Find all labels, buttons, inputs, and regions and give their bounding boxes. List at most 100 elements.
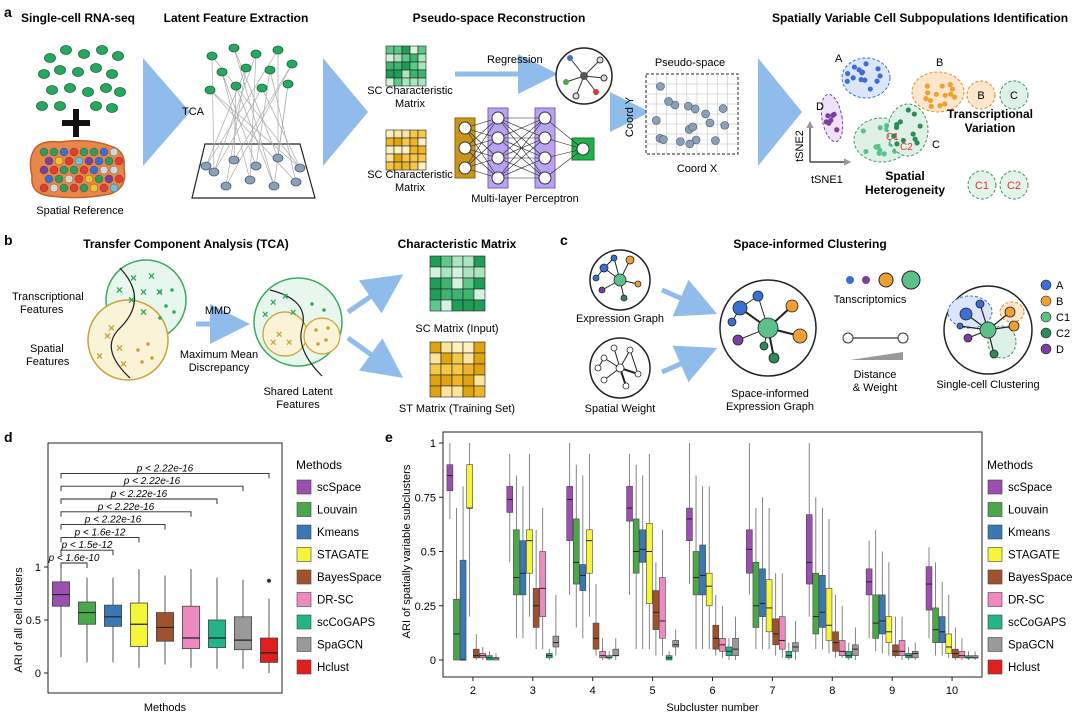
matrix-cell bbox=[473, 374, 486, 387]
panel-a: a Single-cell RNA-seq Latent Feature Ext… bbox=[4, 4, 1068, 217]
matrix-cell bbox=[401, 53, 411, 63]
latent-dot bbox=[244, 175, 256, 185]
expression-graph-icon bbox=[589, 249, 651, 311]
cell-dot bbox=[250, 49, 262, 59]
spot bbox=[114, 156, 124, 166]
latent-dot bbox=[228, 155, 240, 165]
spot bbox=[44, 174, 54, 184]
dot-mark bbox=[158, 316, 162, 320]
spot bbox=[69, 165, 79, 175]
cluster-dot bbox=[858, 77, 864, 83]
box bbox=[825, 588, 833, 641]
matrix-cell bbox=[417, 129, 427, 139]
neuron bbox=[491, 111, 505, 125]
legend-label: B bbox=[1056, 296, 1063, 308]
single-cell-clustering-graph bbox=[943, 285, 1033, 375]
cluster-dot bbox=[881, 151, 887, 157]
matrix-cell bbox=[393, 61, 403, 71]
cell-dot bbox=[114, 87, 126, 97]
box bbox=[104, 604, 122, 627]
cell-dot bbox=[676, 137, 685, 146]
dot-mark bbox=[140, 360, 144, 364]
matrix-cell bbox=[393, 137, 403, 147]
box bbox=[466, 464, 473, 509]
matrix-cell bbox=[462, 288, 475, 301]
matrix-cell bbox=[401, 45, 411, 55]
x-tick-label: 5 bbox=[650, 685, 656, 697]
cell-dot bbox=[112, 51, 124, 61]
label-c2-in: C2 bbox=[900, 142, 913, 153]
matrix-cell bbox=[473, 385, 486, 398]
graph-node bbox=[757, 317, 779, 339]
cell-dot bbox=[204, 85, 216, 95]
cluster-dot bbox=[937, 103, 943, 109]
spot bbox=[104, 174, 114, 184]
graph-node bbox=[594, 364, 602, 372]
spot bbox=[49, 183, 59, 193]
dot-mark bbox=[136, 348, 140, 352]
graph-node bbox=[732, 334, 744, 346]
x-tick-label: 8 bbox=[829, 685, 835, 697]
box bbox=[639, 529, 646, 563]
matrix-cell bbox=[417, 53, 427, 63]
cluster-dot bbox=[927, 97, 934, 104]
label-sc-matrix: SC Matrix (Input) bbox=[415, 323, 498, 335]
cluster-dot bbox=[834, 127, 840, 133]
spot bbox=[109, 147, 119, 157]
box bbox=[759, 568, 766, 617]
comparison-label: p < 2.22e-16 bbox=[84, 515, 142, 526]
label-coord-x: Coord X bbox=[677, 163, 718, 175]
box bbox=[182, 605, 200, 650]
cluster-dot bbox=[917, 123, 923, 129]
cluster-dot bbox=[862, 77, 868, 83]
box bbox=[592, 622, 600, 650]
comparison-label: p < 1.6e-12 bbox=[74, 527, 126, 538]
x-tick-label: 2 bbox=[470, 685, 476, 697]
neuron bbox=[538, 151, 552, 165]
dot-mark bbox=[324, 338, 328, 342]
cluster-dot bbox=[891, 133, 897, 139]
spot bbox=[39, 183, 49, 193]
label-pseudo-space: Pseudo-space bbox=[655, 57, 725, 69]
legend-label: STAGATE bbox=[317, 550, 369, 562]
legend-swatch bbox=[987, 569, 1003, 585]
cluster-dot bbox=[952, 94, 958, 100]
graph-node bbox=[989, 349, 999, 359]
box bbox=[446, 464, 454, 492]
matrix-cell bbox=[417, 153, 427, 163]
cluster-dot bbox=[828, 117, 834, 123]
cell-dot bbox=[272, 45, 284, 55]
box bbox=[646, 522, 653, 604]
panel-d-letter: d bbox=[4, 429, 13, 445]
box bbox=[879, 594, 886, 635]
dot-mark bbox=[164, 304, 168, 308]
latent-dot bbox=[294, 163, 306, 173]
box bbox=[652, 590, 660, 630]
cell-dot bbox=[78, 49, 90, 59]
box bbox=[612, 648, 620, 656]
matrix-cell bbox=[429, 341, 442, 354]
single-cell-dots bbox=[36, 45, 126, 113]
cross-mark: × bbox=[120, 357, 127, 371]
matrix-cell bbox=[462, 352, 475, 365]
spot bbox=[74, 156, 84, 166]
cell-dot bbox=[216, 67, 228, 77]
comparison-bracket bbox=[60, 536, 140, 543]
cell-dot bbox=[701, 109, 710, 119]
box bbox=[532, 588, 540, 628]
spot bbox=[74, 174, 84, 184]
spot bbox=[99, 183, 109, 193]
label-c1-in: C1 bbox=[886, 132, 899, 143]
box bbox=[885, 616, 893, 643]
cluster-dot bbox=[897, 119, 903, 125]
spot bbox=[89, 165, 99, 175]
latent-dot bbox=[290, 177, 302, 187]
box bbox=[932, 607, 939, 643]
box bbox=[805, 514, 813, 585]
matrix-cell bbox=[385, 153, 395, 163]
legend-label: scCoGAPS bbox=[317, 617, 375, 629]
cell-dot bbox=[230, 81, 242, 91]
dot-mark bbox=[170, 288, 174, 292]
matrix-cell bbox=[409, 145, 419, 155]
box bbox=[945, 633, 953, 654]
